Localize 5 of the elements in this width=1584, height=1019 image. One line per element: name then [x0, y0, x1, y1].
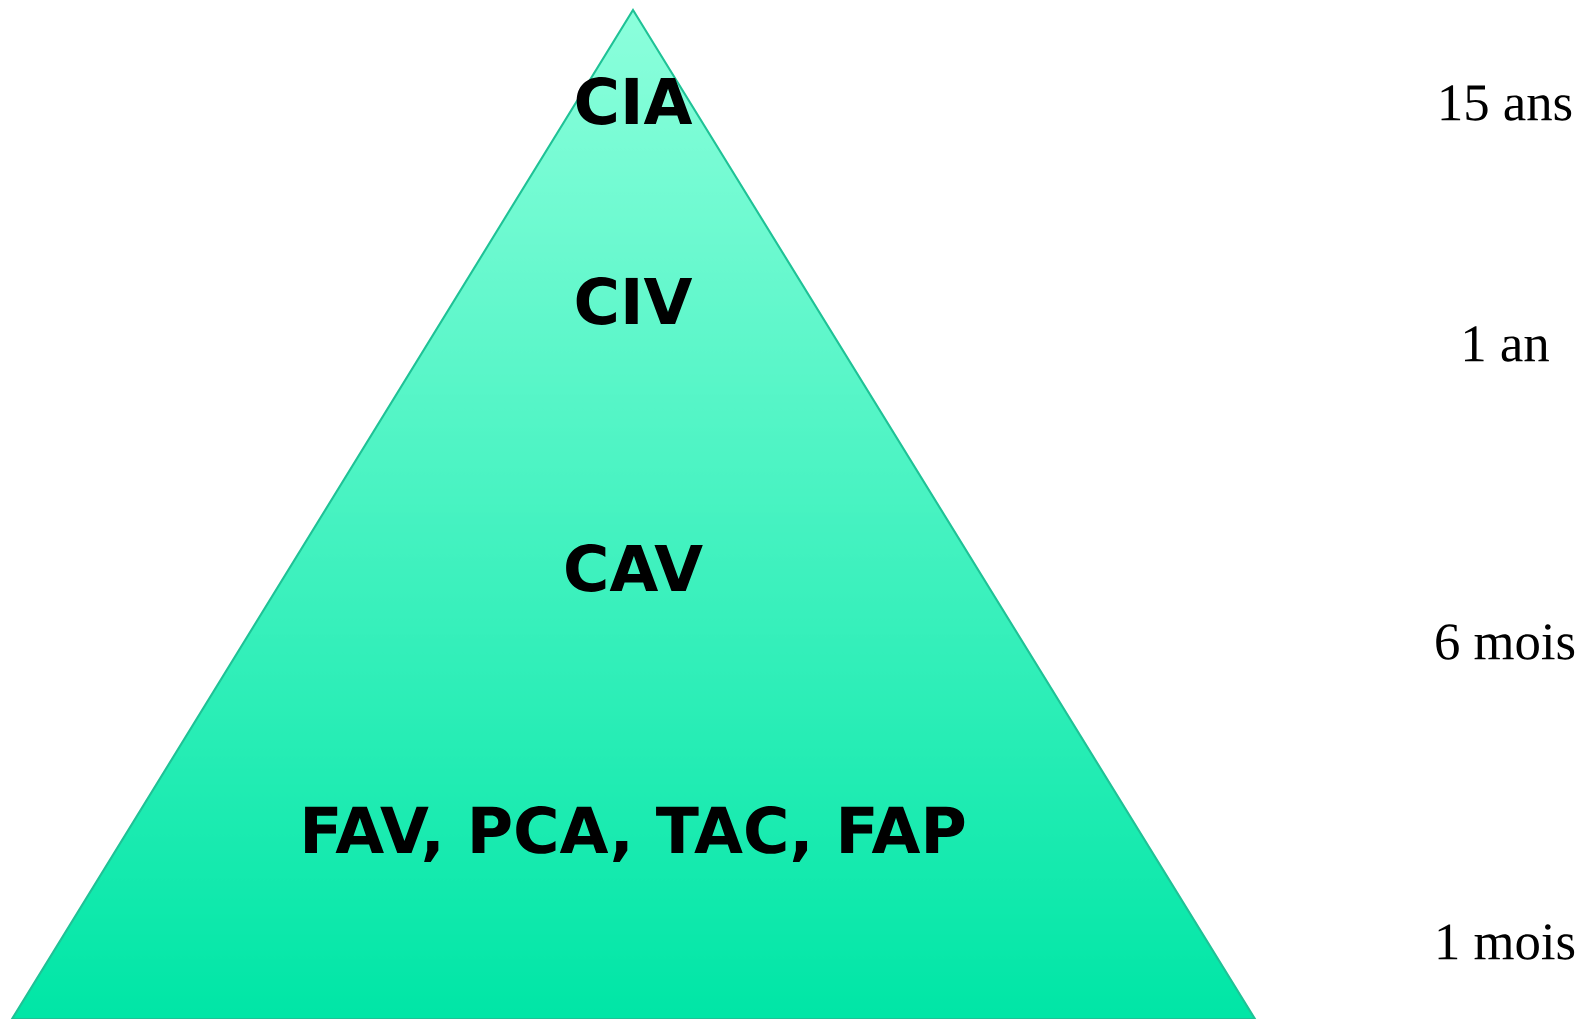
- duration-label: 1 an: [1465, 326, 1549, 362]
- duration-label: 6 mois: [1436, 624, 1575, 660]
- duration-label: 1 mois: [1438, 924, 1575, 960]
- pyramid: CIA CIV CAV FAV, PCA, TAC, FAP: [10, 8, 1257, 1019]
- duration-label: 15 ans: [1441, 85, 1572, 121]
